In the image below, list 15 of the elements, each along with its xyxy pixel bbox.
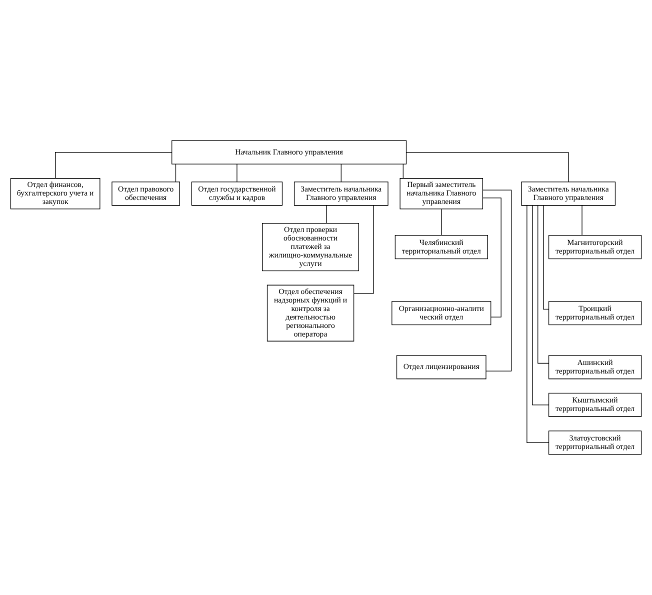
connector xyxy=(55,152,172,179)
connector xyxy=(406,152,569,182)
connector xyxy=(402,164,404,178)
connector xyxy=(175,164,176,182)
connector xyxy=(538,205,549,364)
connector xyxy=(236,164,238,182)
connector xyxy=(532,205,550,406)
connector xyxy=(482,190,512,372)
connector xyxy=(543,205,549,310)
connector xyxy=(482,198,502,318)
connector xyxy=(441,208,442,236)
connector xyxy=(326,205,327,224)
connector xyxy=(354,205,374,294)
connector xyxy=(526,205,549,443)
connector xyxy=(340,164,342,182)
